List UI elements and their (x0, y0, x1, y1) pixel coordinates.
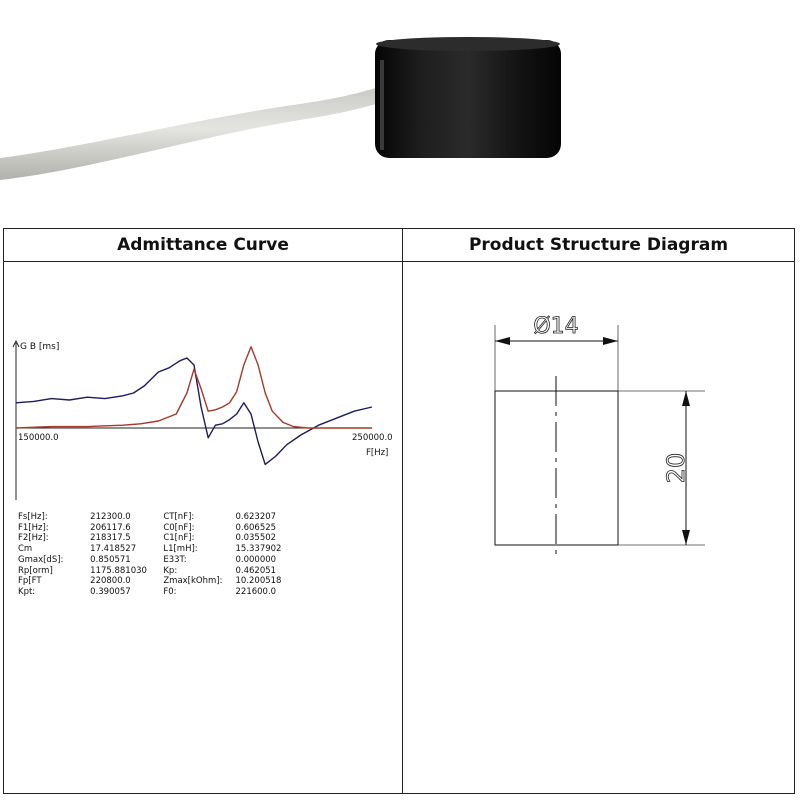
param-value: 10.200518 (235, 576, 282, 587)
structure-diagram-title: Product Structure Diagram (468, 235, 729, 255)
arrow-right (603, 337, 618, 345)
param-value: 15.337902 (235, 544, 282, 555)
param-value: 0.035502 (235, 533, 277, 544)
product-photo (0, 37, 561, 180)
panel-table: Admittance Curve Product Structure Diagr… (3, 228, 795, 794)
param-label: E33T: (163, 554, 187, 565)
param-label: C1[nF]: (163, 533, 195, 544)
param-label: Fs[Hz]: (18, 512, 48, 522)
param-label: F1[Hz]: (18, 522, 49, 533)
cylinder-body (375, 40, 561, 158)
param-label: L1[mH]: (163, 544, 198, 555)
param-row: Fp[FT 220800.0 Zmax[kOhm]: 10.200518 (18, 576, 318, 587)
param-label: F0: (163, 586, 177, 597)
y-axis-label: G B [ms] (20, 342, 59, 352)
param-label: Kpt: (18, 586, 36, 597)
y-axis-arrow (12, 339, 20, 348)
param-value: 0.462051 (235, 565, 277, 576)
param-value: 1175.881030 (90, 565, 147, 576)
param-label: Zmax[kOhm]: (163, 576, 223, 587)
param-row: Kpt: 0.390057 F0: 221600.0 (18, 587, 318, 598)
param-label: Cm (18, 544, 33, 555)
param-label: Fp[FT (18, 576, 42, 587)
param-value: 206117.6 (90, 522, 131, 533)
param-row: Gmax[dS]: 0.850571 E33T: 0.000000 (18, 555, 318, 566)
admittance-curve-title: Admittance Curve (117, 235, 289, 255)
arrow-down (682, 530, 690, 545)
height-label: 20 (662, 453, 690, 484)
param-row: F1[Hz]: 206117.6 C0[nF]: 0.606525 (18, 523, 318, 534)
column-divider (402, 229, 403, 793)
diameter-label: Ø14 (533, 314, 578, 339)
param-row: Rp[orm] 1175.881030 Kp: 0.462051 (18, 566, 318, 577)
param-value: 0.606525 (235, 522, 277, 533)
x-start-label: 150000.0 (18, 433, 59, 443)
param-label: CT[nF]: (163, 512, 195, 522)
admittance-chart: G B [ms] 150000.0 250000.0 F[Hz] (12, 339, 393, 500)
param-value: 221600.0 (235, 586, 277, 597)
param-row: Fs[Hz]: 212300.0 CT[nF]: 0.623207 (18, 512, 318, 523)
param-label: Gmax[dS]: (18, 554, 64, 565)
param-value: 220800.0 (90, 576, 131, 587)
param-label: Kp: (163, 565, 178, 576)
series-group (15, 346, 373, 466)
param-label: Rp[orm] (18, 565, 53, 576)
param-value: 0.850571 (90, 554, 131, 565)
param-value: 0.390057 (90, 586, 131, 597)
param-row: F2[Hz]: 218317.5 C1[nF]: 0.035502 (18, 533, 318, 544)
param-value: 0.000000 (235, 554, 277, 565)
x-axis-label: F[Hz] (366, 448, 388, 458)
x-end-label: 250000.0 (352, 433, 393, 443)
param-value: 0.623207 (235, 512, 277, 522)
param-label: C0[nF]: (163, 522, 195, 533)
series-line-1 (15, 357, 373, 466)
cable (0, 86, 384, 180)
arrow-up (682, 391, 690, 406)
series-line-2 (15, 346, 372, 429)
arrow-left (495, 337, 510, 345)
param-value: 218317.5 (90, 533, 131, 544)
param-row: Cm 17.418527 L1[mH]: 15.337902 (18, 544, 318, 555)
param-label: F2[Hz]: (18, 533, 49, 544)
param-value: 212300.0 (90, 512, 131, 522)
param-value: 17.418527 (90, 544, 137, 555)
cylinder-cap (376, 37, 560, 51)
header-divider (4, 261, 794, 262)
